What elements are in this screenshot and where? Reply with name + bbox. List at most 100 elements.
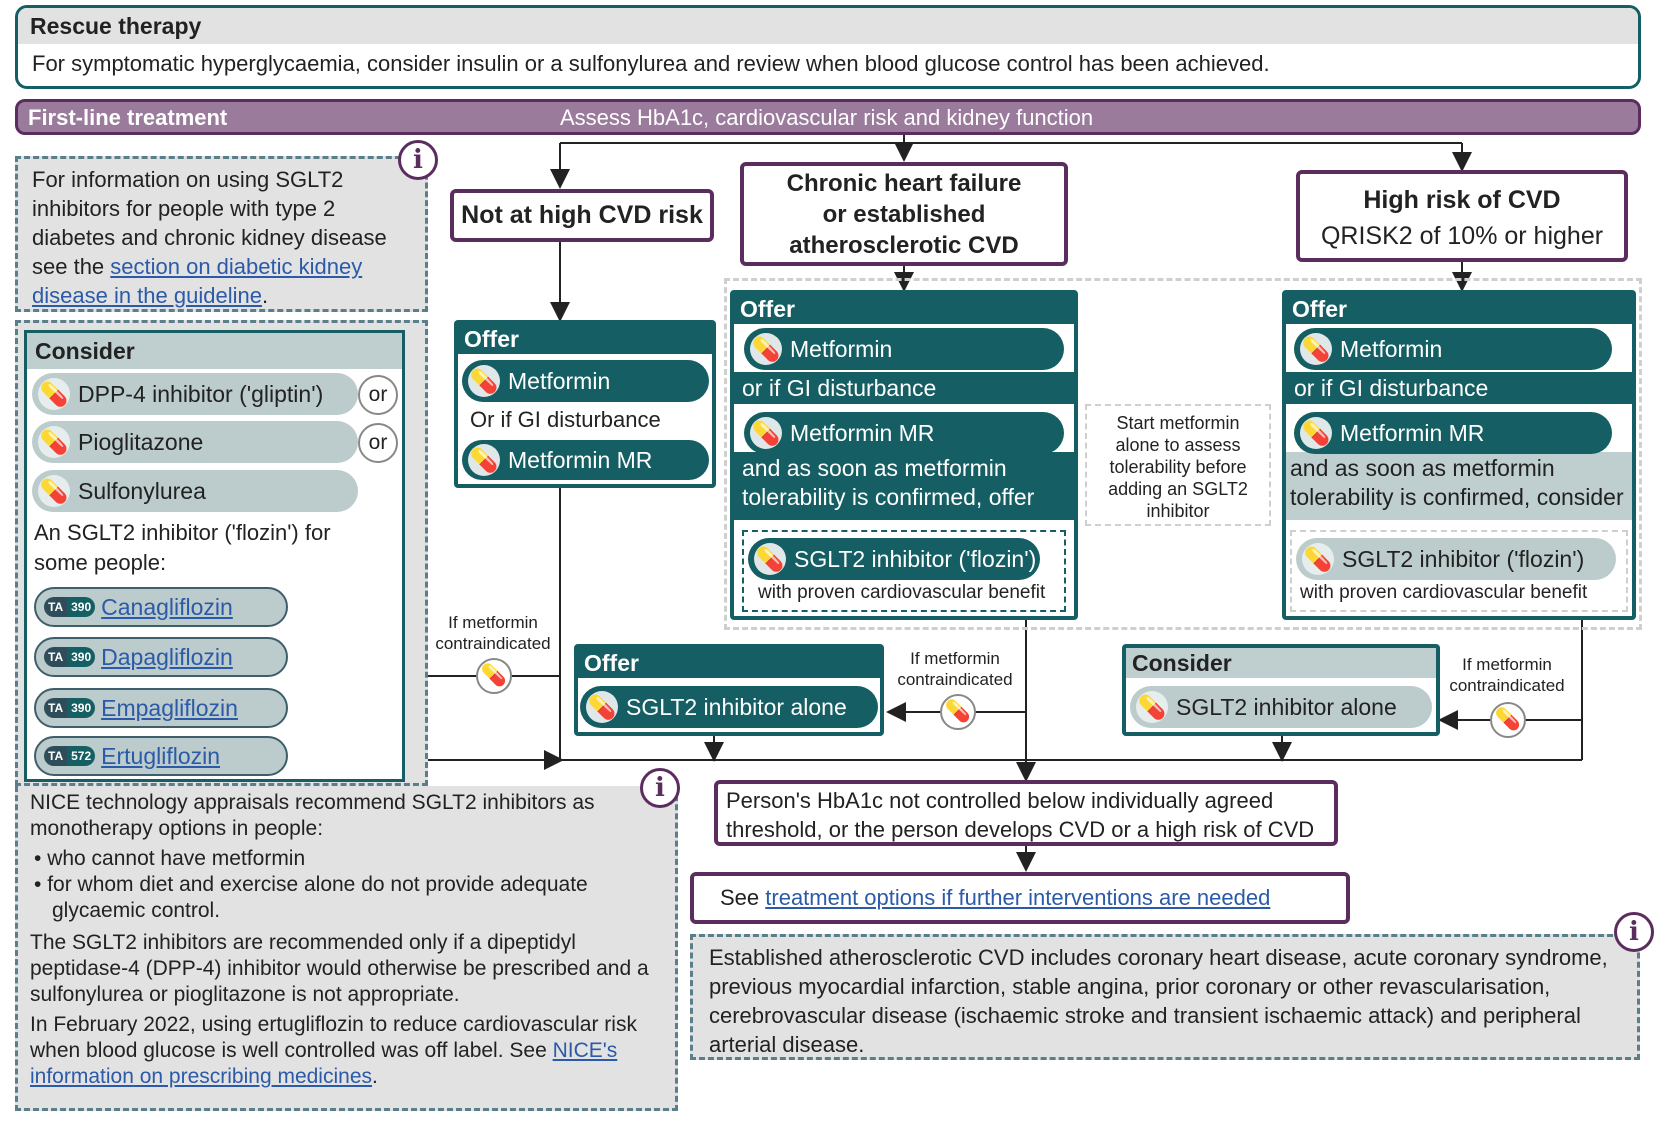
metformin-pill[interactable]: 💊 Metformin [1294,328,1612,370]
pill-icon: 💊 [1300,333,1332,365]
offers-dashed-group [724,278,1642,630]
pill-icon: 💊 [750,333,782,365]
no-metformin-icon: 💊 [940,694,976,730]
metformin-label: Metformin [790,335,893,362]
pioglitazone-label: Pioglitazone [78,428,204,455]
further-interventions-link[interactable]: treatment options if further interventio… [765,885,1271,910]
offer-header: Offer [1286,294,1632,324]
pill-icon: 💊 [1136,691,1168,723]
consider-header: Consider [27,333,402,369]
nice-note-bullet: • for whom diet and exercise alone do no… [34,873,588,922]
pill-icon: 💊 [38,475,70,507]
rescue-therapy-text: For symptomatic hyperglycaemia, consider… [32,51,1270,76]
info-icon[interactable]: i [1614,912,1654,952]
offer-header: Offer [578,648,880,678]
pill-icon: 💊 [750,417,782,449]
established-cvd-text: Established atherosclerotic CVD includes… [709,945,1608,1057]
consider-header: Consider [1126,648,1436,678]
contraindicated-label: If metformin contraindicated [1449,655,1565,695]
info-sglt2-ckd-note: For information on using SGLT2 inhibitor… [15,156,428,312]
or-badge: or [358,423,398,463]
first-line-bar: First-line treatment Assess HbA1c, cardi… [15,99,1641,135]
not-controlled-box: Person's HbA1c not controlled below indi… [714,780,1338,846]
chf-sglt2-dashed [742,530,1066,612]
high-gi-row: or if GI disturbance [1286,372,1632,404]
prescribing-medicines-link[interactable]: NICE's information on prescribing medici… [30,1039,618,1088]
metformin-mr-pill[interactable]: 💊 Metformin MR [462,440,709,480]
canagliflozin-link[interactable]: Canagliflozin [101,593,233,620]
high-sglt2-dashed [1290,530,1628,612]
info-sglt2-ckd-tail: . [261,283,269,308]
nice-note-bullet: • who cannot have metformin [34,847,306,870]
chf-tolerability-row: and as soon as metformin tolerability is… [734,452,1074,520]
info-icon[interactable]: i [640,768,680,808]
nice-note-tail: . [372,1065,378,1088]
offer-header: Offer [458,324,712,354]
metformin-pill[interactable]: 💊 Metformin [462,360,709,402]
sulfonylurea-pill[interactable]: 💊 Sulfonylurea [32,470,358,512]
metformin-pill[interactable]: 💊 Metformin [744,328,1064,370]
dapagliflozin-link[interactable]: Dapagliflozin [101,643,233,670]
sglt2-alone-pill[interactable]: 💊 SGLT2 inhibitor alone [580,686,878,728]
pill-icon: 💊 [38,426,70,458]
metformin-mr-pill[interactable]: 💊 Metformin MR [1294,412,1612,454]
see-further-box: See treatment options if further interve… [690,872,1350,924]
sglt2-flozin-pill[interactable]: 💊 SGLT2 inhibitor ('flozin') [748,538,1040,580]
metformin-mr-label: Metformin MR [1340,419,1485,446]
see-prefix: See [720,885,766,910]
proven-benefit-text: with proven cardiovascular benefit [1300,582,1588,603]
nice-note-para2: The SGLT2 inhibitors are recommended onl… [30,931,649,1006]
sglt2-flozin-label: SGLT2 inhibitor ('flozin') [1342,545,1585,572]
nice-ta-note: NICE technology appraisals recommend SGL… [15,786,678,1111]
nice-note-intro: NICE technology appraisals recommend SGL… [30,791,595,840]
chf-title: Chronic heart failure or established ath… [786,169,1022,259]
metformin-label: Metformin [508,367,611,394]
metformin-mr-pill[interactable]: 💊 Metformin MR [744,412,1064,454]
info-sglt2-ckd-text: For information on using SGLT2 inhibitor… [32,167,387,279]
no-metformin-icon: 💊 [476,658,512,694]
start-metformin-note: Start metformin alone to assess tolerabi… [1085,404,1271,526]
info-icon[interactable]: i [398,140,438,180]
chf-gi-row: or if GI disturbance [734,372,1074,404]
proven-benefit-text: with proven cardiovascular benefit [758,582,1046,603]
sglt2-alone-label: SGLT2 inhibitor alone [1176,693,1397,720]
sglt2-flozin-pill[interactable]: 💊 SGLT2 inhibitor ('flozin') [1296,538,1616,580]
ertugliflozin-link[interactable]: Ertugliflozin [101,742,221,769]
nice-note-para3: In February 2022, using ertugliflozin to… [30,1012,663,1090]
high-risk-title: High risk of CVD [1363,186,1561,214]
or-badge: or [358,375,398,415]
metformin-mr-label: Metformin MR [790,419,935,446]
diabetic-kidney-disease-link[interactable]: section on diabetic kidney disease in th… [32,254,363,308]
nice-note-para3-text: In February 2022, using ertugliflozin to… [30,1013,637,1062]
pill-icon: 💊 [468,444,500,476]
gi-disturbance-text: Or if GI disturbance [470,407,661,432]
high-risk-subtitle: QRISK2 of 10% or higher [1320,222,1604,250]
sulfonylurea-label: Sulfonylurea [78,477,206,504]
metformin-mr-label: Metformin MR [508,446,653,473]
rescue-therapy-title: Rescue therapy [18,8,1638,44]
empagliflozin-link[interactable]: Empagliflozin [101,694,238,721]
pill-icon: 💊 [38,378,70,410]
metformin-label: Metformin [1340,335,1443,362]
sglt2-alone-pill[interactable]: 💊 SGLT2 inhibitor alone [1130,686,1432,728]
pioglitazone-pill[interactable]: 💊 Pioglitazone [32,421,358,463]
not-controlled-text: Person's HbA1c not controlled below indi… [726,788,1315,842]
contraindicated-label: If metformin contraindicated [897,649,1013,689]
dpp4-label: DPP-4 inhibitor ('gliptin') [78,380,324,407]
sglt2-alone-label: SGLT2 inhibitor alone [626,693,847,720]
sglt2-flozin-label: SGLT2 inhibitor ('flozin') [794,545,1037,572]
dpp4-pill[interactable]: 💊 DPP-4 inhibitor ('gliptin') [32,373,358,415]
pill-icon: 💊 [586,691,618,723]
first-line-label: First-line treatment [28,105,228,130]
pill-icon: 💊 [1302,543,1334,575]
assess-label: Assess HbA1c, cardiovascular risk and ki… [560,105,1094,130]
pill-icon: 💊 [1300,417,1332,449]
